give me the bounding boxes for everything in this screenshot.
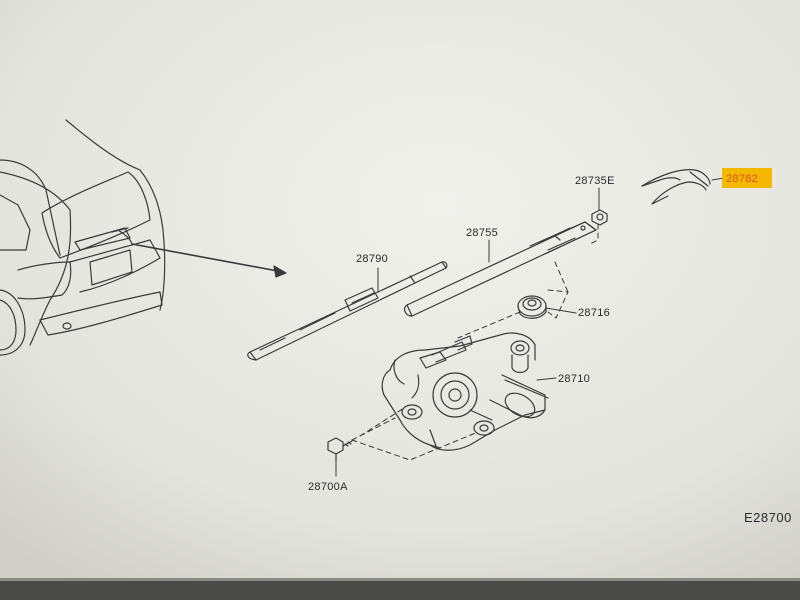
label-wiper-blade: 28790 xyxy=(356,253,388,265)
car-rear-illustration xyxy=(0,119,166,356)
paper-background xyxy=(0,0,800,582)
pointer-arrow xyxy=(117,229,287,278)
arm-nut-part xyxy=(591,209,608,226)
label-seal: 28716 xyxy=(578,307,610,319)
assembly-lines xyxy=(351,223,599,461)
leader-lines xyxy=(335,177,725,477)
label-wiper-motor: 28710 xyxy=(558,373,590,385)
highlight-marker xyxy=(722,168,772,188)
drawing-code: E28700 xyxy=(744,510,792,525)
label-bolt: 28700A xyxy=(308,481,348,493)
wiper-blade-part xyxy=(247,261,448,361)
wiper-motor-part xyxy=(381,332,549,451)
seal-part xyxy=(517,295,547,319)
label-arm-nut: 28735E xyxy=(575,175,615,187)
wiper-arm-part xyxy=(403,221,597,317)
label-wiper-arm: 28755 xyxy=(466,227,498,239)
bolt-part xyxy=(327,437,353,463)
label-arm-cap: 28782 xyxy=(726,173,758,185)
arm-cap-part xyxy=(641,169,711,205)
monitor-bezel xyxy=(0,578,800,600)
